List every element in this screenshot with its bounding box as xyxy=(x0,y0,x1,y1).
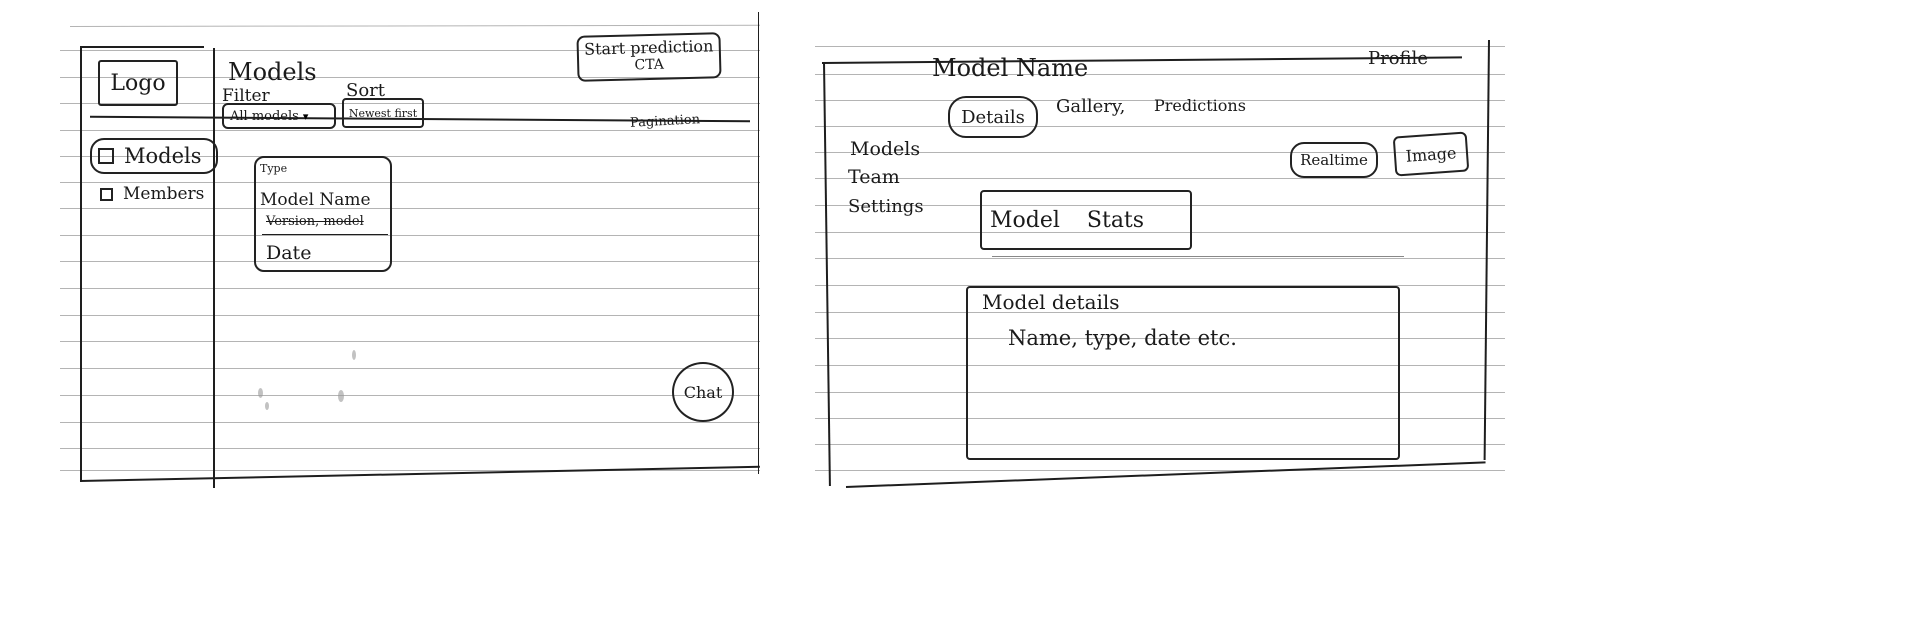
checkbox-icon xyxy=(98,148,114,164)
sort-dropdown[interactable]: Newest first xyxy=(342,98,424,128)
frame-right-edge xyxy=(1483,39,1490,460)
filter-value: All models xyxy=(230,108,299,124)
tab-gallery[interactable]: Gallery, xyxy=(1056,96,1126,117)
sort-label: Sort xyxy=(346,80,386,101)
sidebar-item-members[interactable]: Members xyxy=(100,184,204,204)
paper-line xyxy=(815,232,1505,233)
paper-line xyxy=(60,103,760,104)
frame-left-edge xyxy=(80,46,82,482)
paper-line xyxy=(60,448,760,449)
paper-line xyxy=(815,126,1505,127)
sidebar-item-models[interactable]: Models xyxy=(90,138,218,174)
sidebar-item-label: Models xyxy=(124,144,202,168)
ink-smudge xyxy=(258,388,263,398)
paper-line xyxy=(60,130,760,131)
paper-line xyxy=(815,392,1505,393)
profile-link[interactable]: Profile xyxy=(1368,48,1428,69)
paper-line xyxy=(815,205,1505,206)
card-version: Version, model xyxy=(266,214,364,229)
page-title: Models xyxy=(228,58,317,86)
paper-line xyxy=(60,470,760,471)
paper-line xyxy=(60,156,760,157)
paper-line xyxy=(815,74,1505,75)
paper-line xyxy=(815,470,1505,471)
sidebar-divider xyxy=(213,48,215,488)
frame-top-edge xyxy=(82,46,204,48)
paper-line xyxy=(60,235,760,236)
paper-line xyxy=(60,50,760,51)
paper-line xyxy=(815,100,1505,101)
model-stats-label: Model Stats xyxy=(990,207,1145,233)
paper-line xyxy=(60,208,760,209)
paper-line xyxy=(60,261,760,262)
image-button[interactable]: Image xyxy=(1392,131,1470,177)
sidebar-item-models[interactable]: Models xyxy=(850,138,921,160)
frame-bottom-edge xyxy=(79,465,760,482)
sidebar-item-label: Members xyxy=(123,184,205,204)
logo[interactable]: Logo xyxy=(98,60,178,106)
paper-line xyxy=(815,312,1505,313)
image-label: Image xyxy=(1405,142,1457,166)
realtime-button[interactable]: Realtime xyxy=(1290,142,1378,178)
paper-line xyxy=(815,418,1505,419)
frame-top-edge xyxy=(821,56,1462,64)
filter-dropdown[interactable]: All models ▾ xyxy=(222,103,336,129)
paper-line xyxy=(60,395,760,396)
frame-bottom-edge xyxy=(845,461,1486,488)
sidebar-item-team[interactable]: Team xyxy=(848,166,900,188)
paper-line xyxy=(69,24,760,27)
stats-underline xyxy=(992,256,1404,257)
sort-value: Newest first xyxy=(348,106,418,120)
page-title: Model Name xyxy=(932,54,1089,82)
model-details-content: Name, type, date etc. xyxy=(1008,326,1237,350)
card-divider xyxy=(262,234,388,235)
paper-line xyxy=(60,77,760,78)
ink-smudge xyxy=(338,390,344,402)
paper-line xyxy=(815,444,1505,445)
model-details-title: Model details xyxy=(982,290,1120,314)
paper-line xyxy=(815,152,1505,153)
card-date: Date xyxy=(266,242,312,264)
frame-right-edge xyxy=(758,12,759,474)
tab-details[interactable]: Details xyxy=(948,96,1038,138)
card-model-name: Model Name xyxy=(260,190,371,210)
cta-label: Start prediction xyxy=(583,36,714,59)
paper-line xyxy=(815,285,1505,286)
model-details-box: Model details Name, type, date etc. xyxy=(966,286,1400,460)
paper-line xyxy=(60,182,760,183)
paper-line xyxy=(60,368,760,369)
chat-button[interactable]: Chat xyxy=(672,362,734,422)
paper-line xyxy=(815,178,1505,179)
filter-label: Filter xyxy=(222,86,270,106)
model-card[interactable]: Type Model Name Version, model Date xyxy=(254,156,392,272)
paper-line xyxy=(815,46,1505,47)
tab-predictions[interactable]: Predictions xyxy=(1154,96,1246,115)
paper-line xyxy=(815,338,1505,339)
paper-line xyxy=(60,315,760,316)
tab-label: Details xyxy=(961,106,1025,128)
pagination[interactable]: Pagination xyxy=(629,112,701,131)
logo-label: Logo xyxy=(110,70,166,96)
ink-smudge xyxy=(352,350,356,360)
paper-line xyxy=(815,365,1505,366)
paper-line xyxy=(60,422,760,423)
realtime-label: Realtime xyxy=(1300,151,1368,169)
model-stats-box: Model Stats xyxy=(980,190,1192,250)
ink-smudge xyxy=(265,402,269,410)
card-type: Type xyxy=(260,162,288,175)
start-prediction-button[interactable]: Start prediction CTA xyxy=(576,32,722,82)
chat-label: Chat xyxy=(683,382,723,402)
paper-line xyxy=(60,288,760,289)
chevron-down-icon: ▾ xyxy=(302,109,309,123)
sidebar-item-settings[interactable]: Settings xyxy=(848,196,924,217)
checkbox-icon xyxy=(100,187,113,201)
paper-line xyxy=(60,341,760,342)
paper-line xyxy=(815,258,1505,259)
